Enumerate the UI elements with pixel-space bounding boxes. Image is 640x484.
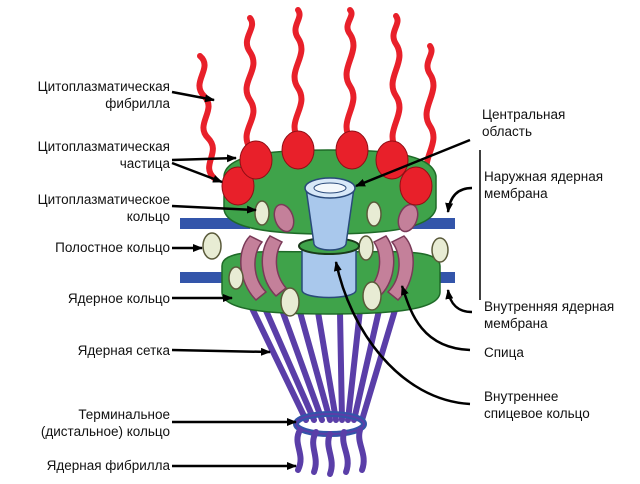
arrow-inner-membrane <box>448 290 472 312</box>
label-nuclear-ring-line1: Ядерное кольцо <box>68 290 170 307</box>
arrow-nuclear-basket <box>172 350 270 352</box>
label-cyto-ring: Цитоплазматическое кольцо <box>38 191 170 225</box>
label-central-region: Центральная область <box>482 106 565 140</box>
label-spoke-line1: Спица <box>484 344 524 361</box>
label-nuclear-ring: Ядерное кольцо <box>68 290 170 307</box>
label-central-region-line1: Центральная <box>482 106 565 123</box>
label-spoke: Спица <box>484 344 524 361</box>
label-cyto-fibril-line1: Цитоплазматическая <box>38 78 170 95</box>
label-inner-membrane-line1: Внутренняя ядерная <box>484 298 614 315</box>
fibril-3 <box>295 10 302 138</box>
label-inner-spoke-ring: Внутреннее спицевое кольцо <box>484 388 590 422</box>
label-terminal-ring-line2: (дистальное) кольцо <box>41 423 170 440</box>
nuclear-fibrils <box>297 430 363 474</box>
label-lumen-ring: Полостное кольцо <box>55 239 170 256</box>
arrow-cyto-particle-2 <box>172 163 222 182</box>
label-outer-membrane: Наружная ядерная мембрана <box>484 168 603 202</box>
fibril-4 <box>347 10 354 138</box>
label-nuclear-fibril-line1: Ядерная фибрилла <box>47 457 170 474</box>
label-nuclear-basket-line1: Ядерная сетка <box>78 342 170 359</box>
label-cyto-particle: Цитоплазматическая частица <box>38 138 170 172</box>
fibril-2 <box>247 18 254 148</box>
label-cyto-fibril-line2: фибрилла <box>38 95 170 112</box>
arrow-cyto-particle-1 <box>172 158 236 160</box>
label-inner-spoke-ring-line1: Внутреннее <box>484 388 590 405</box>
label-terminal-ring: Терминальное (дистальное) кольцо <box>41 406 170 440</box>
label-central-region-line2: область <box>482 123 565 140</box>
label-nuclear-fibril: Ядерная фибрилла <box>47 457 170 474</box>
label-inner-spoke-ring-line2: спицевое кольцо <box>484 405 590 422</box>
label-outer-membrane-line2: мембрана <box>484 185 603 202</box>
nuclear-basket <box>248 300 398 420</box>
label-cyto-particle-line1: Цитоплазматическая <box>38 138 170 155</box>
arrow-outer-membrane <box>448 188 472 212</box>
label-cyto-ring-line1: Цитоплазматическое <box>38 191 170 208</box>
label-nuclear-basket: Ядерная сетка <box>78 342 170 359</box>
label-cyto-particle-line2: частица <box>38 155 170 172</box>
central-channel <box>299 178 359 298</box>
label-lumen-ring-line1: Полостное кольцо <box>55 239 170 256</box>
label-inner-membrane-line2: мембрана <box>484 315 614 332</box>
label-terminal-ring-line1: Терминальное <box>41 406 170 423</box>
fibril-5 <box>393 16 400 148</box>
label-outer-membrane-line1: Наружная ядерная <box>484 168 603 185</box>
label-cyto-ring-line2: кольцо <box>38 208 170 225</box>
label-cyto-fibril: Цитоплазматическая фибрилла <box>38 78 170 112</box>
label-inner-membrane: Внутренняя ядерная мембрана <box>484 298 614 332</box>
